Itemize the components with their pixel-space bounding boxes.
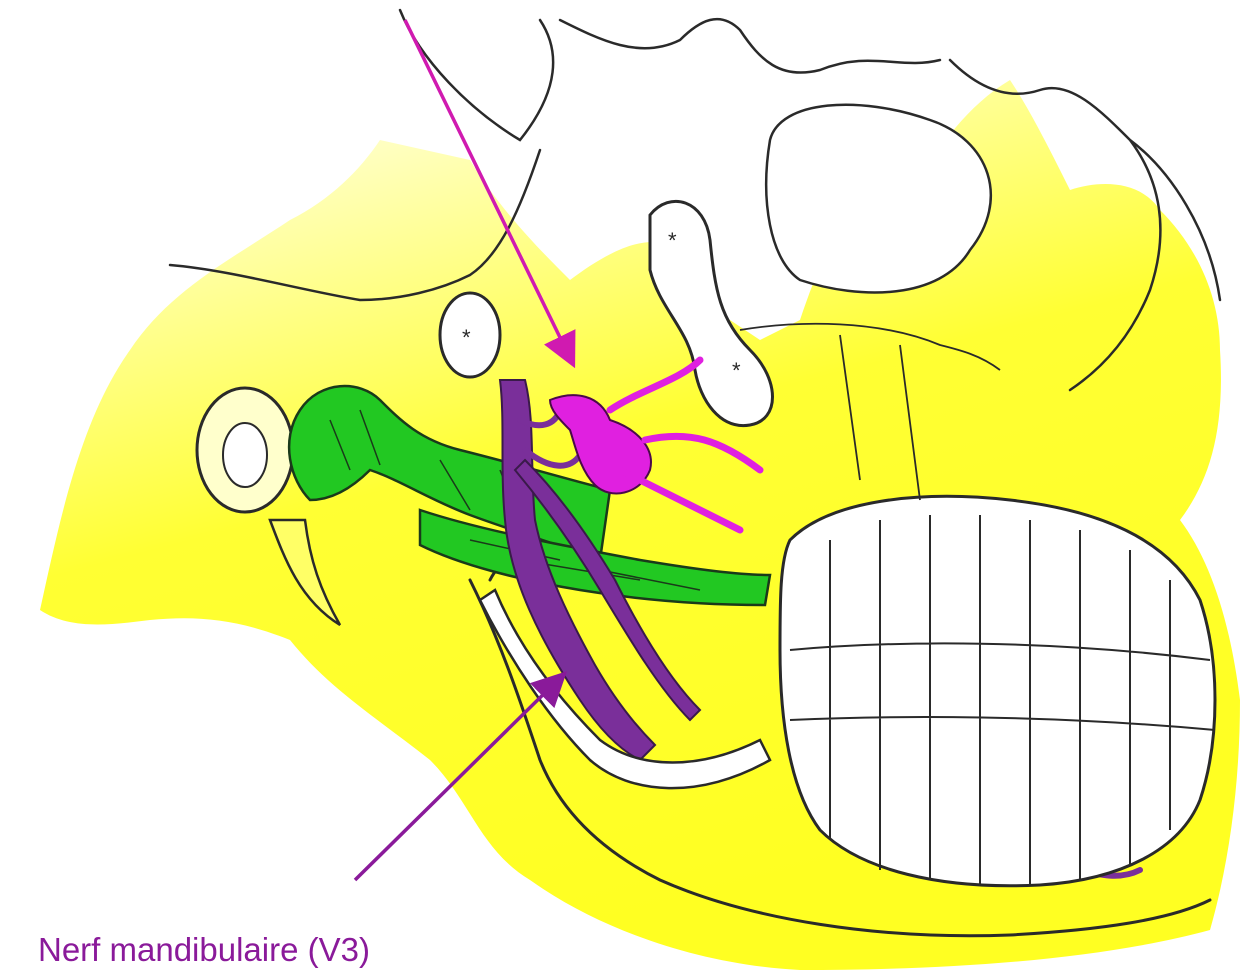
maxilla-outline [766, 105, 991, 293]
svg-text:*: * [732, 358, 741, 383]
condyle-inner [223, 423, 267, 487]
teeth-block [780, 496, 1215, 885]
svg-text:*: * [668, 228, 677, 253]
label-mandibular-nerve: Nerf mandibulaire (V3) [38, 930, 370, 970]
svg-text:*: * [462, 325, 471, 350]
